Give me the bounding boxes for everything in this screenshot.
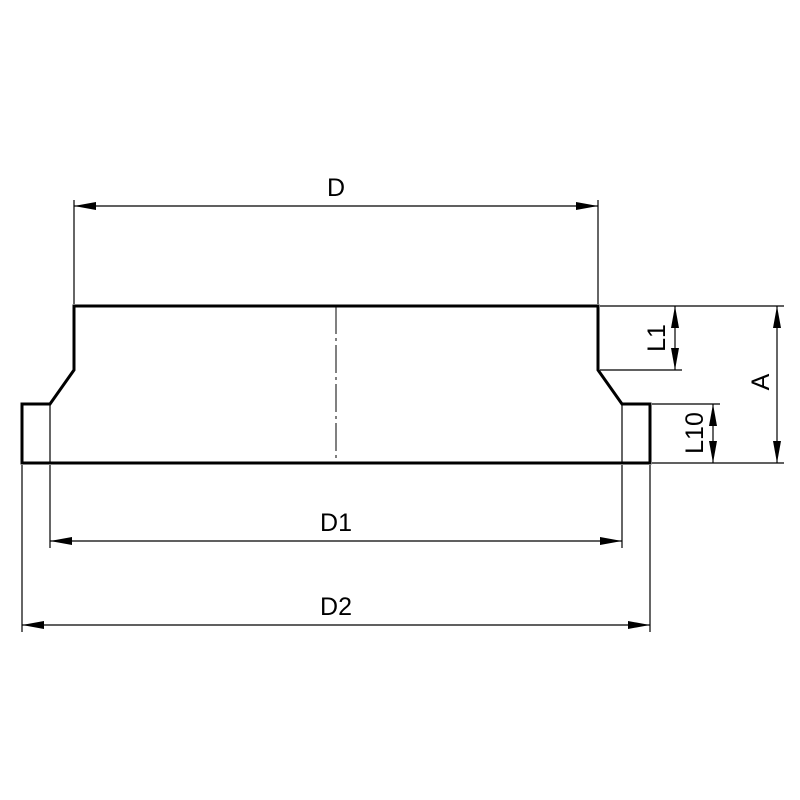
arrowhead-d1-left [50,537,72,545]
dimension-a: A [652,305,784,464]
label-l1: L1 [643,324,671,352]
arrowhead-d-right [576,202,598,210]
arrowhead-d2-right [628,621,650,629]
arrowhead-a-bottom [773,441,781,463]
part-outline [20,304,652,465]
label-l10: L10 [681,412,709,454]
label-a: A [747,373,775,390]
dimension-d1: D1 [49,465,623,548]
arrowhead-a-top [773,306,781,328]
dimension-d: D [73,174,599,304]
arrowhead-l10-bottom [709,441,717,463]
arrowhead-l1-top [671,306,679,328]
dimension-l1: L1 [600,305,682,371]
dimension-d2: D2 [21,465,651,632]
dimension-l10: L10 [652,403,720,463]
arrowhead-d1-right [600,537,622,545]
label-d1: D1 [320,509,352,537]
label-d: D [327,174,345,202]
arrowhead-l10-top [709,404,717,426]
arrowhead-d-left [74,202,96,210]
label-d2: D2 [320,593,352,621]
arrowhead-d2-left [22,621,44,629]
arrowhead-l1-bottom [671,348,679,370]
